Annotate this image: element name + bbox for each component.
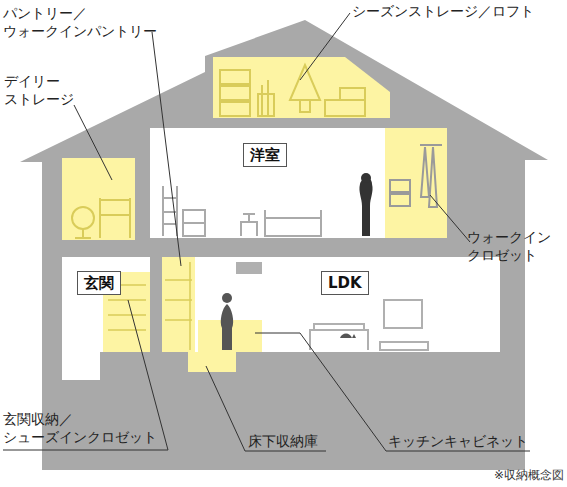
drawing-stroke [100, 198, 130, 238]
drawing-stroke [325, 100, 365, 116]
drawing-stroke [220, 102, 250, 116]
person-head [361, 173, 371, 183]
western-room [150, 128, 385, 238]
drawing-stroke [430, 195, 470, 242]
drawing-stroke [380, 342, 428, 350]
room-name-box: 玄関 [77, 271, 121, 295]
callout-label: デイリー ストレージ [4, 72, 94, 108]
drawing-stroke [420, 144, 442, 146]
drawing-stroke [165, 262, 192, 350]
pantry-shelves [165, 262, 192, 350]
callout-label: シーズンストレージ／ロフト [352, 2, 534, 20]
drawing-stroke [163, 186, 177, 236]
room-name: 玄関 [78, 272, 120, 294]
caption: ※収納概念図 [494, 466, 564, 484]
loft-items [220, 65, 365, 116]
daily-items [72, 198, 130, 238]
drawing-stroke [421, 147, 437, 207]
drawing-stroke [384, 300, 422, 328]
drawing-stroke [241, 214, 257, 236]
drawing-stroke [183, 222, 205, 224]
cat [340, 334, 356, 339]
daily-storage [62, 158, 135, 240]
pantry [162, 257, 195, 352]
callout-label: キッチンキャビネット [388, 432, 528, 450]
drawing-stroke [265, 218, 321, 236]
drawing-stroke [390, 180, 410, 192]
drawing-stroke [310, 324, 368, 350]
loft [213, 57, 390, 118]
closet-items [390, 145, 442, 207]
drawing-stroke [390, 194, 410, 206]
person-silhouette [359, 178, 372, 236]
drawing-stroke [258, 80, 274, 116]
room-name-box: 洋室 [243, 143, 287, 167]
western-furniture [163, 186, 321, 236]
walk-in-closet [385, 128, 447, 238]
callout-label: 玄関収納／ シューズインクロゼット [3, 410, 178, 446]
drawing-stroke [265, 210, 321, 218]
room-name: 洋室 [244, 144, 286, 166]
cook-silhouette [221, 304, 233, 350]
underfloor-storage [188, 352, 236, 372]
ldk-room [162, 257, 500, 352]
drawing-stroke [290, 65, 320, 112]
drawing-stroke [152, 32, 181, 266]
drawing-stroke [220, 70, 250, 84]
entrance-room [62, 257, 150, 380]
drawing-stroke [183, 210, 205, 236]
drawing-stroke [206, 366, 326, 451]
room-name-box: LDK [321, 271, 369, 295]
drawing-stroke [74, 105, 112, 180]
drawing-stroke [340, 88, 365, 100]
cook-head [222, 293, 232, 303]
ldk-furniture [310, 300, 428, 350]
callout-label: パントリー／ ウォークインパントリー [3, 4, 173, 40]
drawing-stroke [220, 86, 250, 100]
callout-label: 床下収納庫 [248, 432, 318, 450]
drawing-stroke [300, 13, 350, 80]
room-name: LDK [322, 272, 368, 294]
callout-label: ウォークイン クロゼット [467, 228, 565, 264]
drawing-stroke [3, 300, 168, 450]
leader-lines [3, 13, 530, 451]
range-hood [236, 262, 262, 274]
drawing-stroke [72, 207, 94, 229]
drawing-stroke [75, 229, 91, 238]
